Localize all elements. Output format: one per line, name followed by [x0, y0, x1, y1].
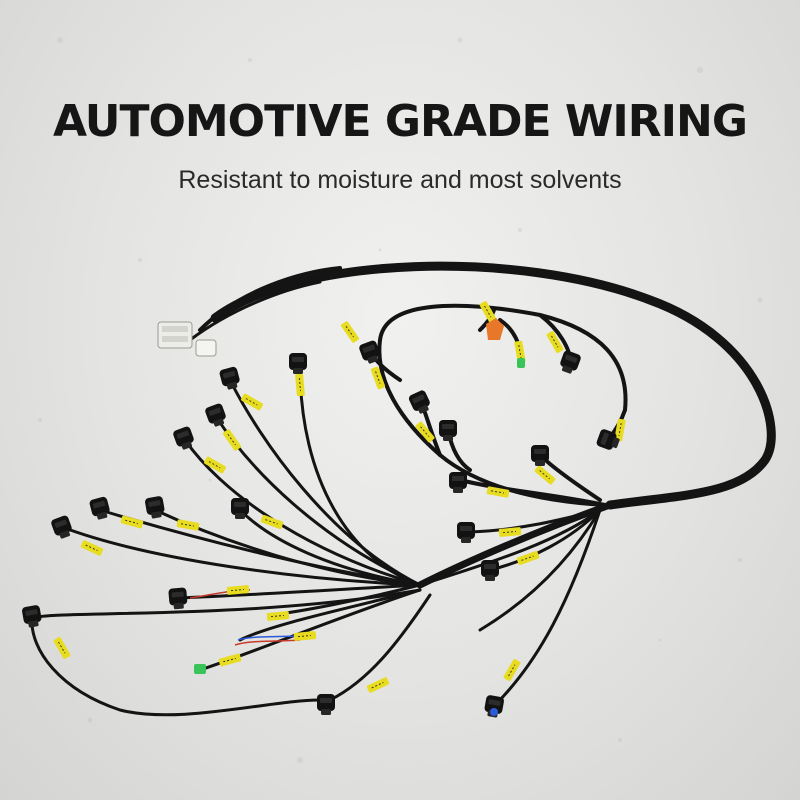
branch-wires: [30, 363, 602, 717]
subheadline: Resistant to moisture and most solvents: [178, 166, 622, 194]
orange-connector: [486, 318, 504, 340]
headline: AUTOMOTIVE GRADE WIRING: [53, 96, 748, 147]
green-terminal: [194, 358, 525, 674]
blue-plug: [490, 708, 498, 716]
multi-pin-plug: [157, 321, 217, 357]
